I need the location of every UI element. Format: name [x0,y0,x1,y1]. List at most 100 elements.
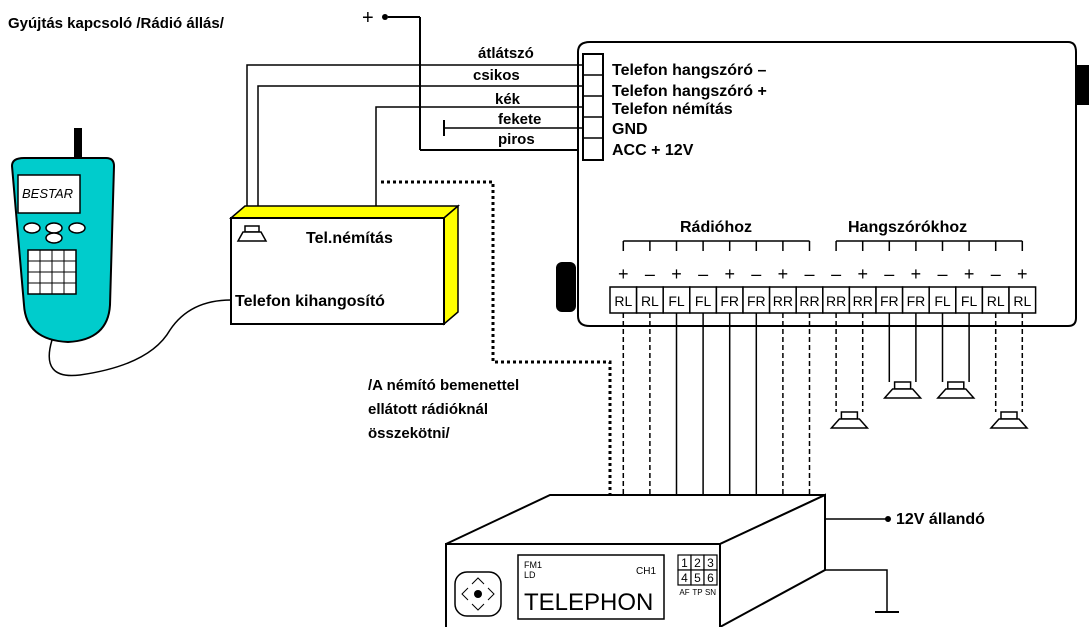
note-line-2: ellátott rádióknál [368,401,488,418]
terminal-label: FL [934,293,951,309]
handsfree-title: Telefon kihangosító [235,293,385,310]
amp-mount-left [556,262,576,312]
speaker-wires [829,313,1029,429]
polarity-sign: + [618,264,629,284]
terminal-label: RR [853,293,873,309]
ignition-label: Gyújtás kapcsoló /Rádió állás/ [8,15,225,32]
handsfree-unit [228,204,461,326]
display-ld: LD [524,570,536,580]
radio-key-label: 5 [694,571,701,585]
speaker-icon [882,381,923,399]
wire-color-striped: csikos [473,67,520,84]
radio-nav-knob [454,571,502,617]
polarity-sign: – [831,264,841,284]
terminal-label: RR [826,293,846,309]
polarity-sign: + [857,264,868,284]
radio-key-label: 6 [707,571,714,585]
terminal-label: RL [1013,293,1031,309]
radio-key-label: 2 [694,556,701,570]
amplifier-unit [556,41,1089,327]
wire-color-transparent: átlátszó [478,45,534,62]
constant-power-terminal [885,516,891,522]
speaker-icon [989,411,1029,429]
polarity-sign: + [911,264,922,284]
polarity-sign: + [671,264,682,284]
radio-key-sublabel: TP [692,588,702,597]
polarity-sign: + [964,264,975,284]
wire-color-red: piros [498,131,535,148]
polarity-sign: – [937,264,947,284]
polarity-sign: – [751,264,761,284]
terminal-rr [795,286,824,314]
radio-ground-wire [825,569,888,612]
polarity-sign: + [1017,264,1028,284]
wire-color-blue: kék [495,91,521,108]
speaker-icon [829,411,870,429]
terminal-label: FR [720,293,739,309]
radio-key-sublabel: AF [679,588,689,597]
polarity-sign: – [804,264,814,284]
polarity-sign: – [991,264,1001,284]
mute-label: Tel.némítás [306,230,393,247]
radio-key-label: 3 [707,556,714,570]
terminal-label: FL [961,293,978,309]
ignition-plus: + [362,7,374,29]
terminal-label-acc: ACC + 12V [612,142,694,159]
polarity-sign: – [645,264,655,284]
phone-nav-keys [23,222,86,244]
display-main: TELEPHON [524,589,653,616]
radio-key-label: 4 [681,571,688,585]
terminal-label: FL [695,293,712,309]
group-label-speakers: Hangszórókhoz [848,219,967,236]
polarity-row: +–+–+–+––+–+–+–+ [618,264,1028,284]
speaker-icon [936,381,976,399]
polarity-sign: – [698,264,708,284]
terminal-fl [662,286,691,314]
terminal-label: FL [668,293,685,309]
terminal-label: FR [747,293,766,309]
terminal-label: RL [614,293,632,309]
mute-dotted-link [381,180,612,500]
radio-key-label: 1 [681,556,688,570]
note-line-1: /A némító bemenettel [368,377,519,394]
constant-power-label: 12V állandó [896,511,985,528]
terminal-label: RR [799,293,819,309]
terminal-label: RR [773,293,793,309]
polarity-sign: – [884,264,894,284]
wire-color-black: fekete [498,111,541,128]
speaker-icon [236,225,268,242]
radio-display [517,554,665,620]
radio-key [703,569,718,586]
terminal-label-spk-minus: Telefon hangszóró – [612,62,766,79]
wire-speaker-minus [246,64,583,210]
polarity-sign: + [778,264,789,284]
display-channel: CH1 [636,566,656,577]
terminal-label-gnd: GND [612,121,648,138]
radio-speaker-wires [622,313,811,497]
wire-mute [375,106,583,210]
terminal-fr [715,286,744,314]
group-brackets [622,240,1024,251]
amp-mount-right [1076,65,1089,105]
display-band: FM1 [524,560,542,570]
terminal-label: FR [880,293,899,309]
note-line-3: összekötni/ [368,425,451,442]
amp-input-connector [582,53,604,161]
radio-key-sublabel: SN [705,588,716,597]
terminal-rr [822,286,851,314]
group-label-radio: Rádióhoz [680,219,752,236]
phone-screen [17,174,81,214]
terminal-label-mute: Telefon némítás [612,101,733,118]
phone-keypad [27,249,77,295]
terminal-label: FR [907,293,926,309]
terminal-rl [1008,286,1037,314]
terminal-label-spk-plus: Telefon hangszóró + [612,83,767,100]
ignition-terminal [382,14,388,20]
phone-brand: BESTAR [22,186,73,201]
mobile-phone: BESTAR [10,128,116,344]
